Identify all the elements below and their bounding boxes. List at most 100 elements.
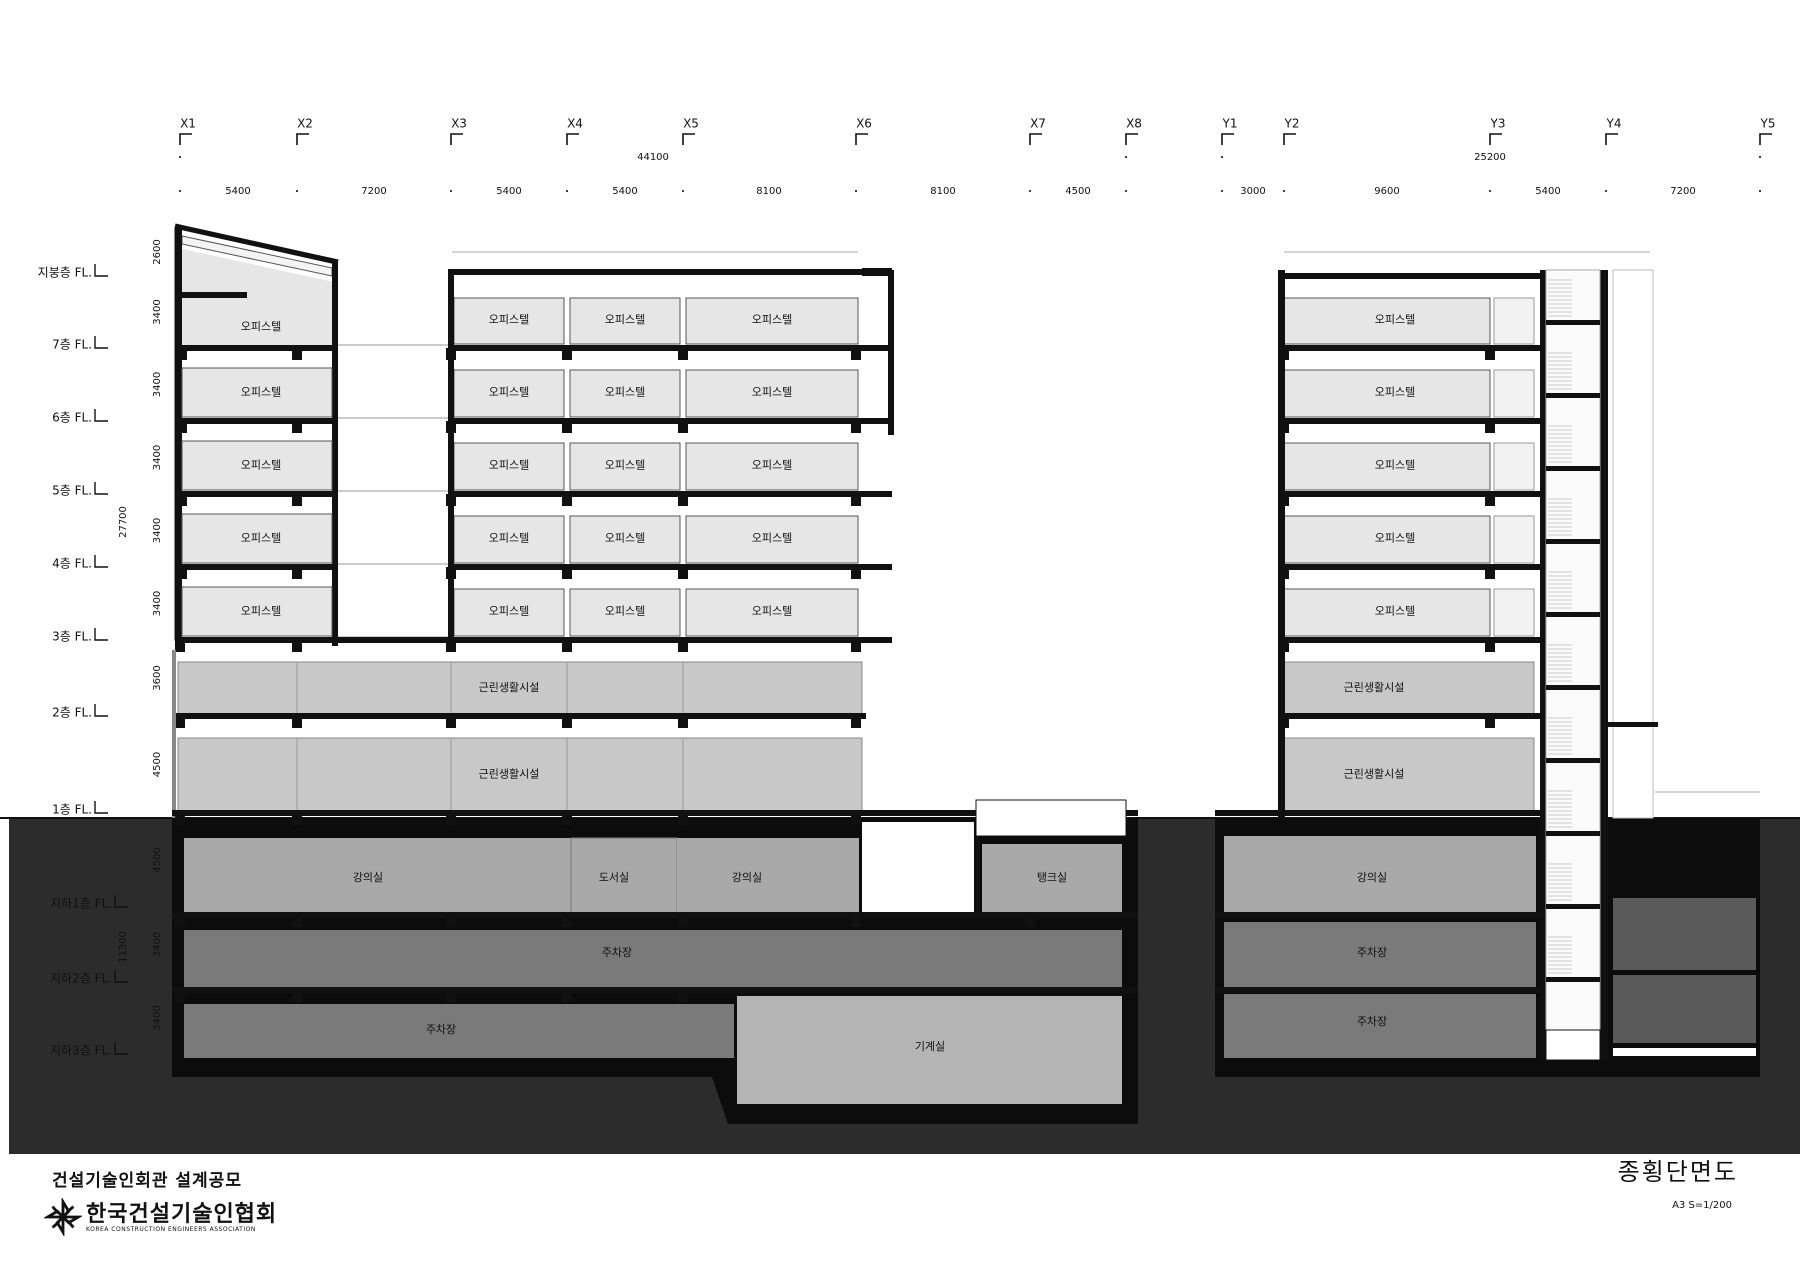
span-dim: 9600 bbox=[1374, 186, 1399, 197]
column bbox=[678, 915, 688, 927]
floor-slab bbox=[175, 713, 866, 719]
room-fill bbox=[1283, 442, 1491, 491]
room-label-office: 오피스텔 bbox=[241, 605, 281, 618]
grid-marker-icon bbox=[566, 133, 579, 145]
room-fill bbox=[453, 442, 565, 491]
grid-label-y1: Y1 bbox=[1222, 117, 1238, 131]
dim-tick bbox=[296, 190, 298, 192]
room-label-office: 오피스텔 bbox=[489, 532, 529, 545]
level-label: 5층 FL. bbox=[52, 484, 92, 498]
outer-facade bbox=[1612, 269, 1654, 819]
room-fill bbox=[1493, 369, 1535, 418]
column bbox=[175, 640, 185, 652]
column bbox=[1485, 421, 1495, 433]
stair-landing bbox=[1546, 977, 1600, 982]
room-fill bbox=[453, 515, 565, 564]
room-fill bbox=[685, 442, 859, 491]
rect bbox=[1613, 1048, 1756, 1056]
floor-height-dim: 2600 bbox=[152, 239, 163, 264]
grid-marker-icon bbox=[855, 133, 868, 145]
dim-tick bbox=[179, 156, 181, 158]
grid-label-x8: X8 bbox=[1126, 117, 1142, 131]
room-label-machine: 기계실 bbox=[915, 1040, 945, 1053]
level-marker-icon bbox=[94, 264, 108, 277]
room-label-office: 오피스텔 bbox=[1375, 313, 1415, 326]
grid-label-x2: X2 bbox=[297, 117, 313, 131]
room-fill bbox=[453, 369, 565, 418]
column bbox=[678, 990, 688, 1002]
column bbox=[678, 494, 688, 506]
dim-tick bbox=[1605, 190, 1607, 192]
room-fill bbox=[1283, 515, 1491, 564]
level-marker-icon bbox=[94, 409, 108, 422]
grid-label-x3: X3 bbox=[451, 117, 467, 131]
room-label-office: 오피스텔 bbox=[1375, 459, 1415, 472]
column bbox=[446, 915, 456, 927]
floor-height-dim: 3400 bbox=[152, 445, 163, 470]
grid-label-y4: Y4 bbox=[1606, 117, 1622, 131]
room-fill bbox=[685, 588, 859, 637]
association-logo-icon bbox=[44, 1198, 82, 1236]
rect bbox=[1545, 1029, 1601, 1061]
column bbox=[177, 567, 187, 579]
column bbox=[292, 813, 302, 825]
room-label-parking: 주차장 bbox=[426, 1023, 456, 1036]
room-fill bbox=[569, 297, 681, 345]
room-label-office: 오피스텔 bbox=[241, 386, 281, 399]
level-label: 지하2층 FL. bbox=[50, 972, 112, 986]
floor-slab bbox=[448, 564, 892, 570]
dim-tick bbox=[1029, 190, 1031, 192]
exterior-wall bbox=[448, 270, 454, 645]
column bbox=[1485, 640, 1495, 652]
floor-height-dim: 3400 bbox=[152, 518, 163, 543]
column bbox=[678, 567, 688, 579]
floor-slab bbox=[175, 637, 866, 643]
column bbox=[292, 494, 302, 506]
grid-marker-icon bbox=[1221, 133, 1234, 145]
level-label: 2층 FL. bbox=[52, 706, 92, 720]
room-fill bbox=[1613, 975, 1756, 1043]
room-label-office: 오피스텔 bbox=[752, 605, 792, 618]
room-label-tank: 탱크실 bbox=[1037, 871, 1067, 884]
exterior-wall bbox=[1278, 270, 1285, 818]
room-fill bbox=[1613, 898, 1756, 970]
room-label-office: 오피스텔 bbox=[752, 313, 792, 326]
column bbox=[1025, 915, 1035, 927]
column bbox=[851, 567, 861, 579]
column bbox=[175, 915, 185, 927]
room-label-office: 오피스텔 bbox=[752, 386, 792, 399]
column bbox=[446, 716, 456, 728]
room-fill bbox=[184, 838, 571, 914]
room-fill bbox=[1281, 661, 1535, 715]
total-height-below: 11300 bbox=[118, 931, 129, 963]
dim-tick bbox=[1759, 156, 1761, 158]
column bbox=[1485, 716, 1495, 728]
room-label-office: 오피스텔 bbox=[605, 605, 645, 618]
floor-slab bbox=[172, 810, 1138, 816]
partition-wall bbox=[182, 292, 247, 298]
grid-label-x7: X7 bbox=[1030, 117, 1046, 131]
grid-marker-icon bbox=[1125, 133, 1138, 145]
dim-tick bbox=[682, 190, 684, 192]
floor-slab bbox=[172, 987, 1138, 993]
grid-marker-icon bbox=[682, 133, 695, 145]
stair-landing bbox=[1546, 320, 1600, 325]
room-fill bbox=[1493, 515, 1535, 564]
column bbox=[292, 716, 302, 728]
grid-label-x5: X5 bbox=[683, 117, 699, 131]
floor-height-dim: 3400 bbox=[152, 932, 163, 957]
level-marker-icon bbox=[94, 628, 108, 641]
floor-slab bbox=[1278, 637, 1540, 643]
floor-slab bbox=[1215, 987, 1540, 993]
room-label-office: 오피스텔 bbox=[489, 386, 529, 399]
column bbox=[1485, 567, 1495, 579]
stair-landing bbox=[1546, 466, 1600, 471]
column bbox=[292, 915, 302, 927]
room-fill bbox=[569, 588, 681, 637]
room-label-office: 오피스텔 bbox=[241, 459, 281, 472]
dim-tick bbox=[1759, 190, 1761, 192]
room-fill bbox=[677, 838, 859, 914]
span-dim: 4500 bbox=[1065, 186, 1090, 197]
